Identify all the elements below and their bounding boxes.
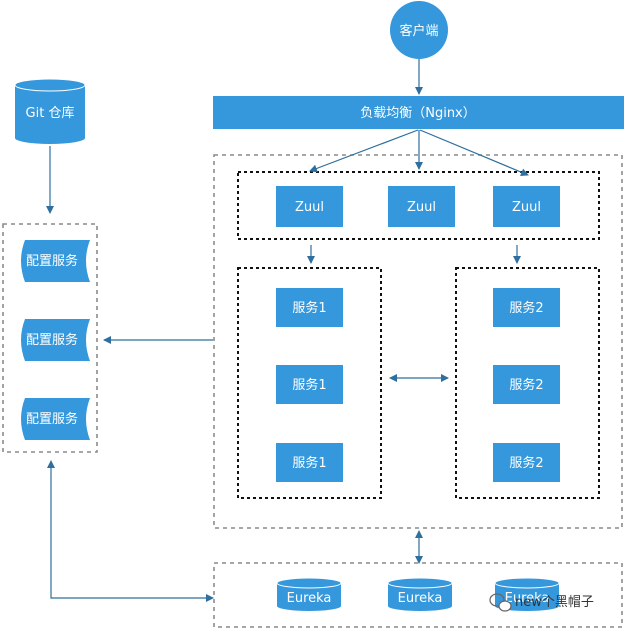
zuul-node: Zuul — [276, 186, 343, 227]
git-repo-label: Git 仓库 — [26, 105, 75, 121]
config-service-node: 配置服务 — [21, 319, 90, 361]
watermark: new个黑帽子 — [489, 593, 594, 612]
service1-label: 服务1 — [292, 300, 326, 316]
gateway-cluster-frame — [213, 154, 623, 529]
config-service-label: 配置服务 — [26, 332, 78, 348]
service2-label: 服务2 — [509, 300, 543, 316]
service2-group-frame — [455, 267, 600, 499]
zuul-label: Zuul — [295, 200, 324, 215]
config-service-node: 配置服务 — [21, 240, 90, 282]
zuul-node: Zuul — [493, 186, 560, 227]
eureka-node: Eureka — [276, 577, 342, 611]
eureka-node: Eureka — [387, 577, 453, 611]
client-node: 客户端 — [390, 1, 448, 59]
eureka-node: Eureka — [494, 577, 560, 611]
service2-node: 服务2 — [493, 288, 560, 327]
eureka-label: Eureka — [398, 591, 443, 606]
eureka-label: Eureka — [505, 591, 550, 606]
arrow-lb-zuul-1 — [309, 129, 419, 173]
service1-node: 服务1 — [276, 288, 343, 327]
service2-node: 服务2 — [493, 365, 560, 404]
service1-node: 服务1 — [276, 443, 343, 482]
arrow-lb-zuul-3 — [419, 129, 529, 176]
service1-label: 服务1 — [292, 377, 326, 393]
service2-label: 服务2 — [509, 377, 543, 393]
wechat-icon — [489, 593, 512, 612]
service2-node: 服务2 — [493, 443, 560, 482]
eureka-cluster-frame — [213, 562, 623, 628]
config-cluster-frame — [2, 223, 98, 453]
load-balancer-label: 负载均衡（Nginx） — [360, 106, 476, 121]
service2-label: 服务2 — [509, 455, 543, 471]
watermark-text: new个黑帽子 — [515, 594, 594, 610]
eureka-label: Eureka — [287, 591, 332, 606]
zuul-node: Zuul — [388, 186, 455, 227]
service1-label: 服务1 — [292, 455, 326, 471]
service1-node: 服务1 — [276, 365, 343, 404]
load-balancer: 负载均衡（Nginx） — [213, 96, 624, 129]
config-service-label: 配置服务 — [26, 253, 78, 269]
arrow-eureka-config — [47, 460, 214, 602]
zuul-label: Zuul — [512, 200, 541, 215]
service1-group-frame — [237, 267, 382, 499]
zuul-group-frame — [237, 171, 600, 240]
config-service-node: 配置服务 — [21, 398, 90, 440]
git-repo-node: Git 仓库 — [14, 78, 86, 144]
zuul-label: Zuul — [407, 200, 436, 215]
client-label: 客户端 — [399, 23, 438, 39]
config-service-label: 配置服务 — [26, 411, 78, 427]
